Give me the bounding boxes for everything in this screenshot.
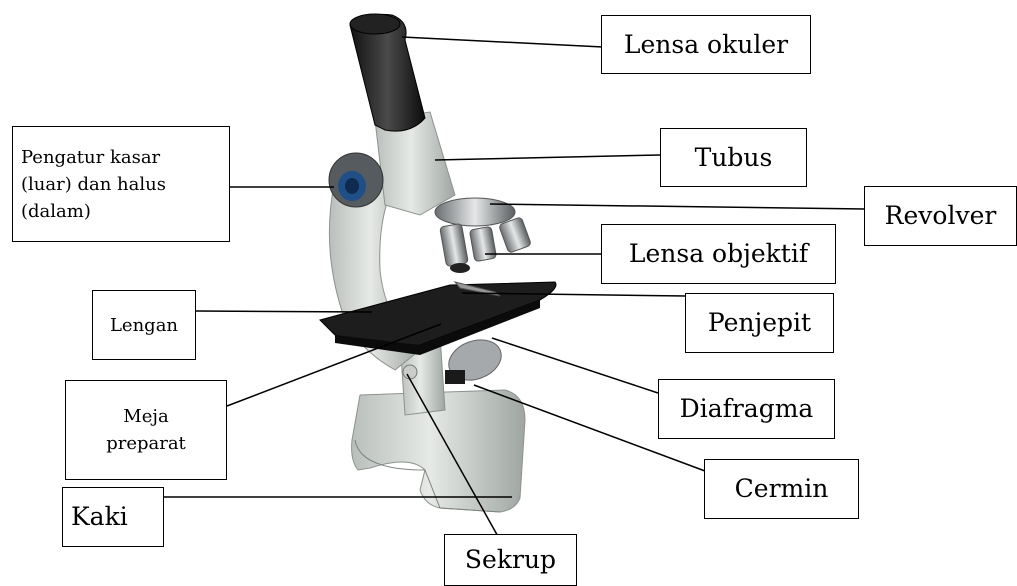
label-text: Sekrup bbox=[465, 544, 556, 575]
label-lensa-objektif: Lensa objektif bbox=[601, 224, 836, 284]
label-cermin: Cermin bbox=[704, 459, 859, 519]
revolver-shape bbox=[435, 198, 515, 226]
screw-shape bbox=[403, 365, 417, 379]
label-tubus: Tubus bbox=[660, 128, 807, 187]
label-kaki: Kaki bbox=[62, 487, 164, 547]
label-text: Penjepit bbox=[708, 307, 811, 338]
label-text: Lensa okuler bbox=[624, 29, 788, 60]
label-text: Kaki bbox=[71, 501, 128, 532]
label-text: Lengan bbox=[110, 312, 178, 339]
label-lengan: Lengan bbox=[92, 290, 196, 360]
label-text: Meja preparat bbox=[88, 403, 204, 457]
label-lensa-okuler: Lensa okuler bbox=[601, 15, 811, 74]
label-text: Diafragma bbox=[680, 393, 814, 424]
label-diafragma: Diafragma bbox=[658, 379, 835, 439]
label-text: Pengatur kasar (luar) dan halus (dalam) bbox=[21, 144, 203, 225]
label-text: Revolver bbox=[885, 200, 997, 231]
label-text: Cermin bbox=[735, 473, 829, 504]
label-meja-preparat: Meja preparat bbox=[65, 380, 227, 480]
label-text: Tubus bbox=[695, 142, 773, 173]
label-revolver: Revolver bbox=[864, 186, 1017, 246]
label-text: Lensa objektif bbox=[629, 238, 808, 269]
label-sekrup: Sekrup bbox=[444, 534, 577, 586]
label-penjepit: Penjepit bbox=[685, 293, 834, 353]
label-pengatur: Pengatur kasar (luar) dan halus (dalam) bbox=[12, 126, 230, 242]
